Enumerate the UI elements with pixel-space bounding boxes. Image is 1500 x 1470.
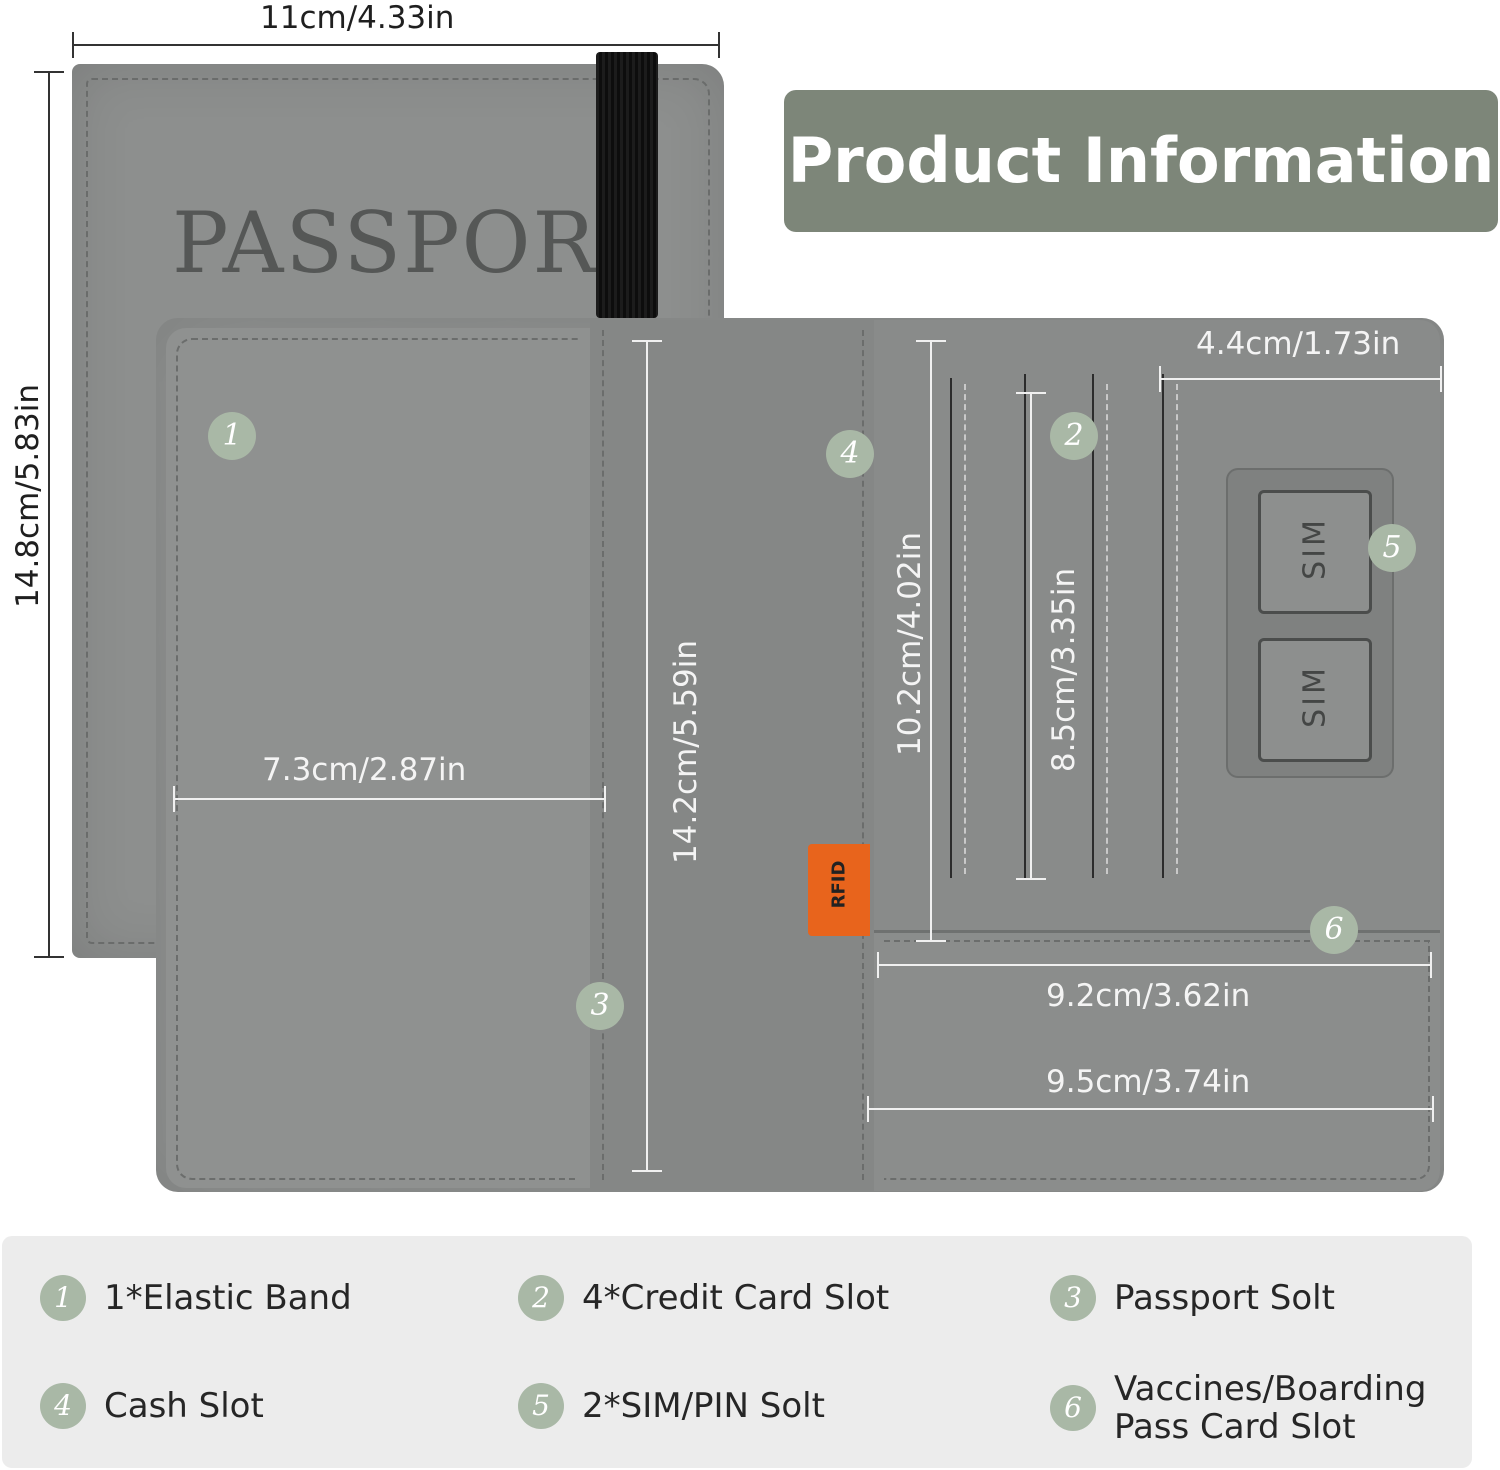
inner-height-tick-top: [632, 340, 662, 342]
legend-badge-5: 5: [518, 1383, 564, 1429]
middle-panel-stitching-left: [602, 330, 604, 1180]
inner-left-width-tick-right: [604, 786, 606, 812]
sim-slot-2: SIM: [1258, 638, 1372, 762]
callout-1: 1: [208, 412, 256, 460]
sim-slot-2-label: SIM: [1297, 665, 1333, 728]
inner-height-tick-bottom: [632, 1170, 662, 1172]
sim-slot-1-label: SIM: [1297, 517, 1333, 580]
sim-panel-width-line: [1160, 378, 1442, 380]
card-slot-height-tick-top: [1016, 392, 1046, 394]
card-area-height-line: [930, 340, 932, 940]
right-panel-width-line: [868, 1108, 1434, 1110]
card-area-height-tick-top: [916, 340, 946, 342]
legend-badge-4: 4: [40, 1383, 86, 1429]
width-dimension-tick-right: [718, 32, 720, 58]
cover-passport-text: PASSPORT: [172, 194, 655, 292]
right-panel-width-tick-left: [867, 1096, 869, 1122]
callout-5: 5: [1368, 524, 1416, 572]
height-dimension-tick-bottom: [34, 956, 64, 958]
legend-badge-2: 2: [518, 1275, 564, 1321]
card-area-height-label: 10.2cm/4.02in: [892, 532, 928, 756]
left-pocket-panel: [166, 328, 590, 1188]
legend-badge-1: 1: [40, 1275, 86, 1321]
legend-label-5: 2*SIM/PIN Solt: [582, 1386, 825, 1426]
title-banner: [784, 90, 1498, 232]
sim-slot-1: SIM: [1258, 490, 1372, 614]
card-slot-line-1: [950, 378, 952, 878]
legend-label-1: 1*Elastic Band: [104, 1278, 352, 1318]
card-slot-stitch-1: [964, 384, 966, 874]
legend-item-passport-slot: 3 Passport Solt: [1050, 1275, 1335, 1321]
legend-panel: [2, 1236, 1472, 1468]
card-slot-stitch-2: [1106, 384, 1108, 874]
lower-pocket-width-tick-left: [877, 952, 879, 978]
inner-height-line: [646, 340, 648, 1172]
page-title: Product Information: [787, 124, 1495, 197]
card-slot-height-line: [1030, 392, 1032, 880]
legend-item-cash-slot: 4 Cash Slot: [40, 1383, 264, 1429]
rfid-tag-label: RFID: [828, 860, 850, 909]
legend-label-6: Vaccines/Boarding Pass Card Slot: [1114, 1369, 1427, 1447]
card-area-height-tick-bottom: [916, 940, 946, 942]
right-panel-width-tick-right: [1432, 1096, 1434, 1122]
middle-panel: [590, 320, 874, 1190]
card-slot-line-2: [1024, 374, 1026, 878]
height-dimension-line: [48, 72, 50, 958]
rfid-tag: RFID: [808, 844, 870, 936]
inner-left-width-label: 7.3cm/2.87in: [262, 752, 467, 788]
left-pocket-stitching: [176, 338, 578, 1180]
legend-badge-6: 6: [1050, 1385, 1096, 1431]
sim-panel-width-label: 4.4cm/1.73in: [1196, 326, 1401, 362]
callout-3: 3: [576, 982, 624, 1030]
legend-label-4: Cash Slot: [104, 1386, 264, 1426]
sim-panel-width-tick-right: [1440, 366, 1442, 392]
card-slot-line-4: [1162, 374, 1164, 878]
card-slot-height-label: 8.5cm/3.35in: [1046, 567, 1082, 773]
legend-badge-3: 3: [1050, 1275, 1096, 1321]
callout-2: 2: [1050, 412, 1098, 460]
legend-label-2: 4*Credit Card Slot: [582, 1278, 890, 1318]
legend-label-3: Passport Solt: [1114, 1278, 1335, 1318]
callout-6: 6: [1310, 906, 1358, 954]
width-dimension-label: 11cm/4.33in: [260, 0, 455, 36]
callout-4: 4: [826, 430, 874, 478]
legend-item-elastic-band: 1 1*Elastic Band: [40, 1275, 352, 1321]
middle-panel-stitching-right: [862, 330, 864, 1180]
elastic-band: [596, 52, 658, 318]
width-dimension-tick-left: [72, 32, 74, 58]
sim-panel-width-tick-left: [1159, 366, 1161, 392]
card-slot-stitch-3: [1176, 384, 1178, 874]
right-panel-width-label: 9.5cm/3.74in: [1046, 1064, 1251, 1100]
height-dimension-label: 14.8cm/5.83in: [10, 384, 46, 608]
lower-pocket-width-tick-right: [1430, 952, 1432, 978]
lower-pocket: [874, 930, 1440, 1191]
inner-left-width-line: [174, 798, 606, 800]
legend-item-boarding-pass-slot: 6 Vaccines/Boarding Pass Card Slot: [1050, 1370, 1454, 1446]
width-dimension-line: [72, 44, 720, 46]
legend-item-credit-card-slot: 2 4*Credit Card Slot: [518, 1275, 889, 1321]
inner-height-label: 14.2cm/5.59in: [668, 640, 704, 864]
legend-item-sim-pin-slot: 5 2*SIM/PIN Solt: [518, 1383, 825, 1429]
inner-left-width-tick-left: [173, 786, 175, 812]
card-slot-line-3: [1092, 374, 1094, 878]
lower-pocket-stitching: [884, 940, 1430, 1180]
height-dimension-tick-top: [34, 71, 64, 73]
lower-pocket-width-line: [878, 964, 1432, 966]
lower-pocket-width-label: 9.2cm/3.62in: [1046, 978, 1251, 1014]
card-slot-height-tick-bottom: [1016, 878, 1046, 880]
